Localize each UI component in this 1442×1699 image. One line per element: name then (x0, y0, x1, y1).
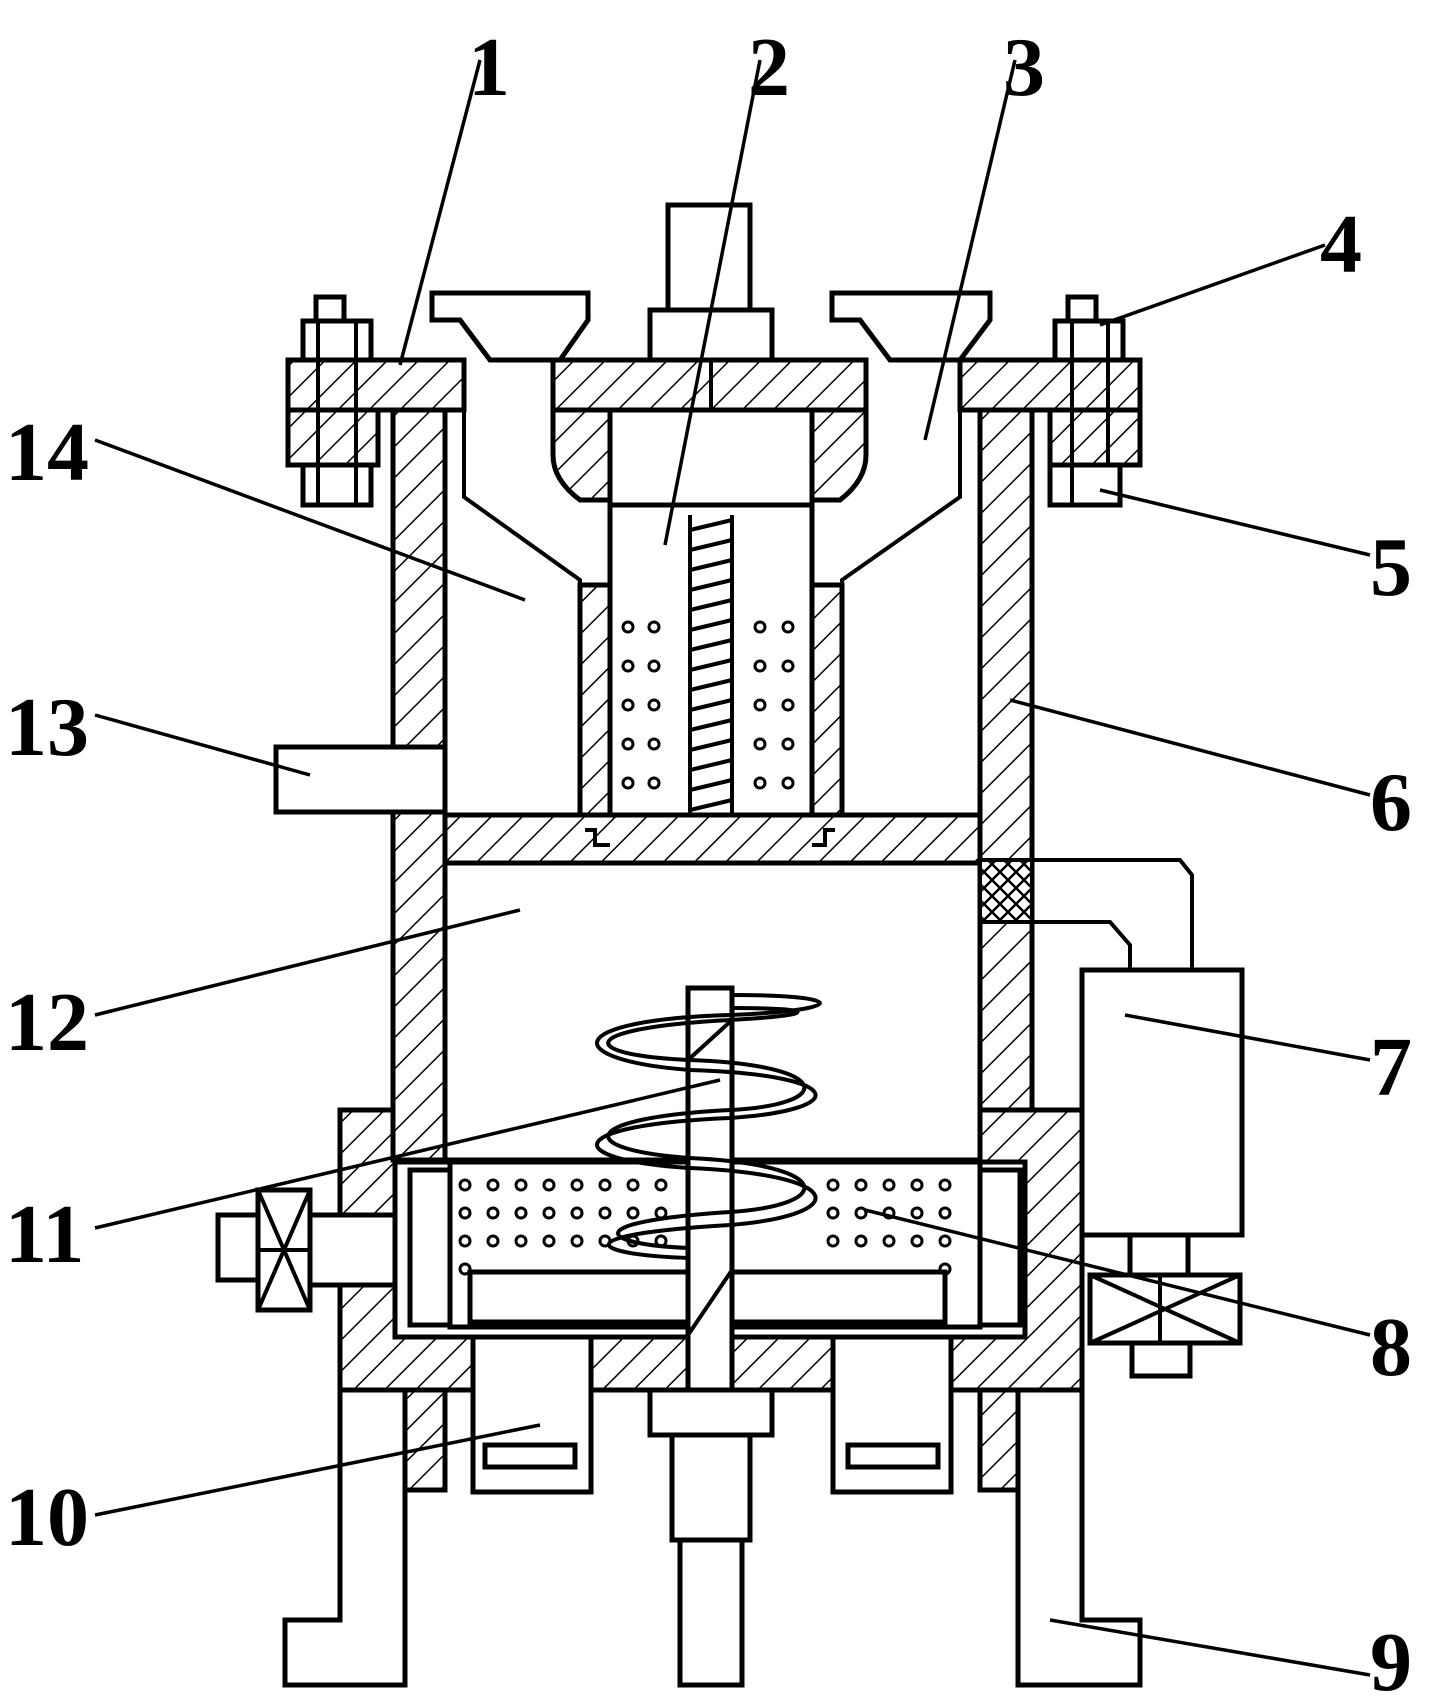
label-2: 2 (748, 21, 790, 114)
left-bolt (300, 294, 374, 508)
leader-4 (1099, 243, 1326, 327)
bottom-motor (647, 1387, 775, 1688)
label-3: 3 (1003, 21, 1045, 114)
screw-press-cylinder (577, 502, 845, 818)
label-6: 6 (1370, 756, 1412, 849)
bottom-outlet-left (470, 1334, 594, 1495)
crosshatch-block (978, 858, 1034, 924)
leader-9 (1049, 1618, 1371, 1677)
leader-5 (1099, 488, 1371, 557)
leader-lines (94, 59, 1371, 1677)
leader-1 (398, 59, 482, 366)
leader-6 (1009, 698, 1371, 797)
left-inlet-funnel (429, 290, 591, 363)
leader-11 (94, 1078, 721, 1230)
leader-8 (864, 1208, 1371, 1337)
leader-12 (94, 908, 521, 1017)
leader-10 (94, 1423, 541, 1517)
leader-13 (94, 713, 311, 777)
leg-right (1015, 1387, 1143, 1688)
left-drain-valve (215, 1187, 398, 1313)
label-4: 4 (1320, 198, 1362, 291)
label-9: 9 (1370, 1616, 1412, 1699)
label-10: 10 (5, 1471, 89, 1564)
label-11: 11 (5, 1188, 84, 1281)
press-screw (688, 515, 734, 815)
label-7: 7 (1370, 1021, 1412, 1114)
label-14: 14 (5, 406, 89, 499)
filter-holes-upper (621, 620, 795, 790)
leader-14 (94, 438, 526, 602)
basket-holes (458, 1178, 952, 1276)
inner-collar (550, 407, 869, 508)
right-bolt (1047, 294, 1126, 508)
leader-3 (923, 59, 1017, 441)
label-12: 12 (5, 976, 89, 1069)
right-inlet-funnel (829, 290, 993, 363)
pump-unit (1079, 967, 1245, 1238)
label-13: 13 (5, 681, 89, 774)
label-8: 8 (1370, 1301, 1412, 1394)
separating-plate (442, 812, 983, 866)
spiral-blade (595, 993, 822, 1260)
stirring-shaft (685, 985, 735, 1401)
leader-7 (1124, 1013, 1371, 1062)
leg-left (282, 1387, 408, 1688)
pump-valve (1087, 1232, 1243, 1379)
leader-2 (663, 59, 762, 546)
top-motor (647, 202, 775, 410)
return-pipe (1032, 858, 1194, 970)
part-labels: 1 2 3 4 5 6 7 8 9 10 11 12 13 14 (5, 21, 1412, 1699)
label-5: 5 (1370, 521, 1412, 614)
bottom-outlet-right (830, 1334, 954, 1495)
side-outlet-pipe (273, 744, 448, 815)
label-1: 1 (468, 21, 510, 114)
